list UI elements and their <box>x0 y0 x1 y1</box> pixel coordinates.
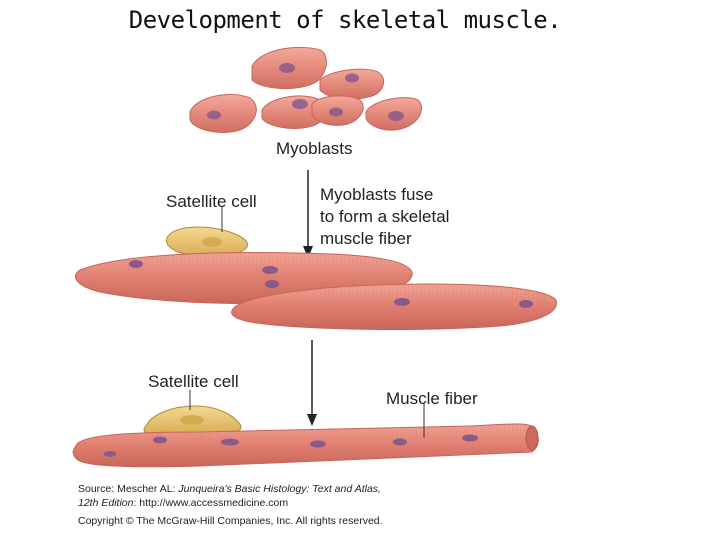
label-satellite-cell-top: Satellite cell <box>166 192 257 211</box>
satellite-cell-bottom <box>143 405 242 435</box>
myoblast <box>365 97 422 131</box>
label-satellite-cell-bottom: Satellite cell <box>148 372 239 391</box>
copyright-line: Copyright © The McGraw-Hill Companies, I… <box>78 515 383 527</box>
label-myoblasts: Myoblasts <box>276 139 353 158</box>
source-edition-line: 12th Edition: http://www.accessmedicine.… <box>78 496 288 510</box>
arrow-down-2 <box>307 340 317 426</box>
label-fuse-line2: to form a skeletal <box>320 207 450 226</box>
satellite-cell-top <box>165 226 248 257</box>
label-fuse-line1: Myoblasts fuse <box>320 185 434 204</box>
myoblast <box>311 95 364 126</box>
source-book-title: Junqueira's Basic Histology: Text and At… <box>178 483 381 495</box>
label-fuse-line3: muscle fiber <box>320 229 412 248</box>
myoblast <box>319 68 385 100</box>
page-title: Development of skeletal muscle. <box>128 6 562 34</box>
myoblast <box>189 94 257 133</box>
myoblast <box>251 46 327 90</box>
source-prefix: Source: Mescher AL: <box>78 483 179 495</box>
fusing-myotube <box>231 283 557 330</box>
mature-muscle-fiber <box>72 423 539 468</box>
myoblast-cluster <box>189 46 422 133</box>
arrow-down-1 <box>303 170 313 258</box>
label-muscle-fiber: Muscle fiber <box>386 389 478 408</box>
source-url: : http://www.accessmedicine.com <box>133 497 289 509</box>
source-edition: 12th Edition <box>78 497 134 509</box>
source-line: Source: Mescher AL: Junqueira's Basic Hi… <box>78 482 381 496</box>
